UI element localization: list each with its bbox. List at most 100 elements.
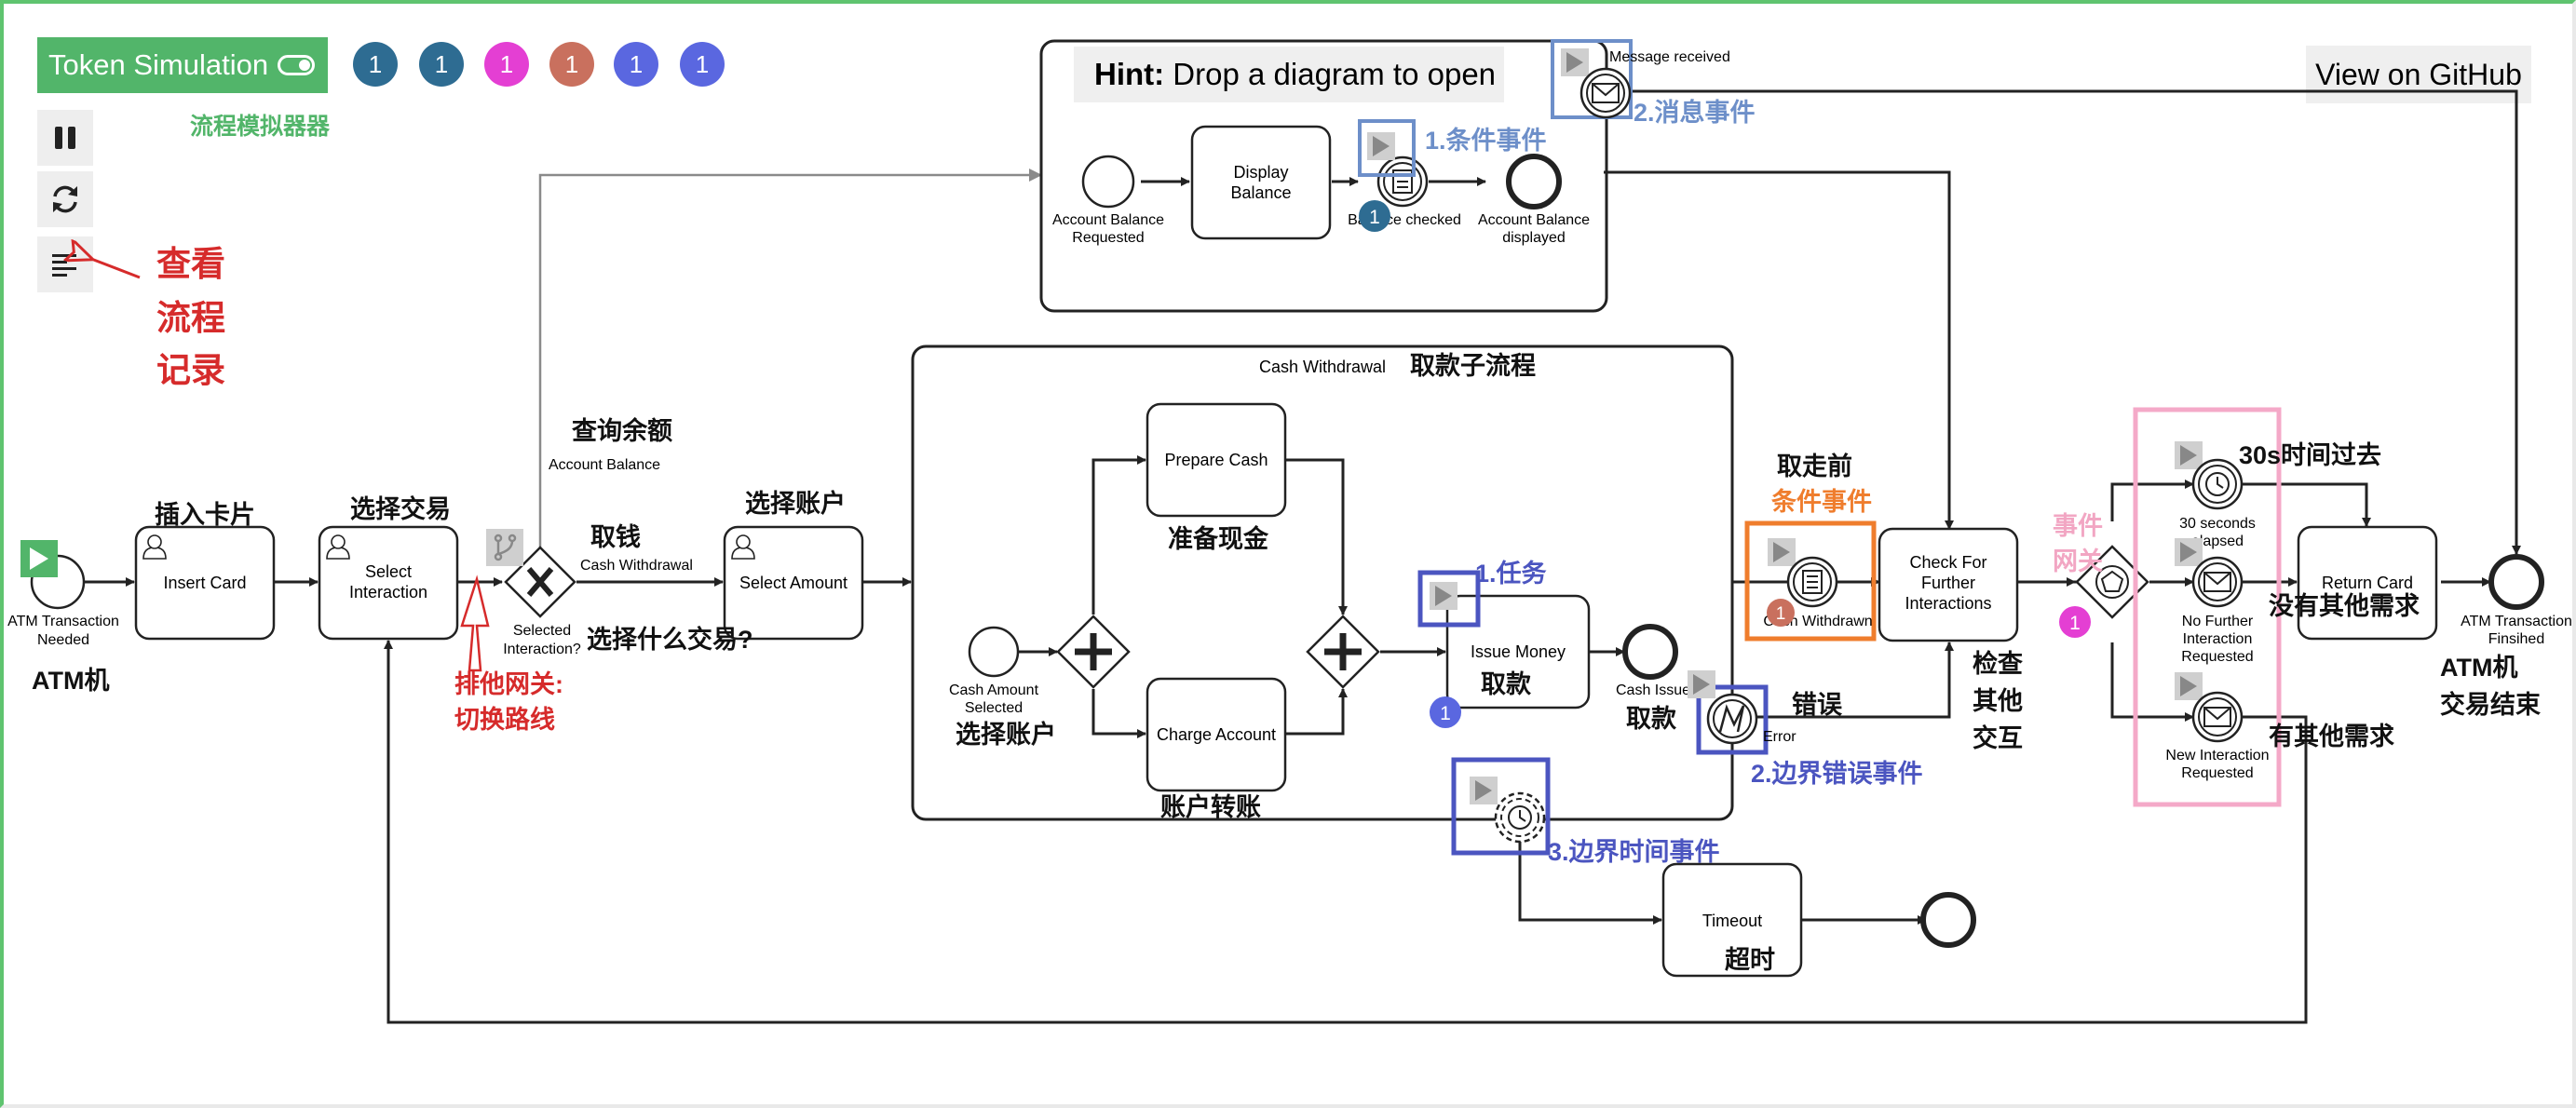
timeout-end-event[interactable] (1920, 892, 1976, 948)
token-simulation-toggle[interactable]: Token Simulation (37, 37, 328, 93)
select-interaction-task[interactable] (318, 525, 459, 641)
x-icon (526, 567, 554, 597)
note-prepare-cash: 准备现金 (1168, 524, 1269, 553)
token-badge (1359, 200, 1390, 232)
pentagon-icon (2100, 570, 2124, 592)
cash-amount-selected-label-1: Cash Amount (949, 682, 1039, 698)
no-further-interaction-event[interactable] (2191, 556, 2244, 608)
note-has-other: 有其他需求 (2269, 723, 2394, 750)
play-icon[interactable] (1566, 52, 1583, 73)
check-further-task[interactable] (1878, 527, 2019, 642)
gateway-note-arrow (460, 574, 490, 672)
event-gateway-ring (2095, 565, 2129, 599)
play-icon[interactable] (1475, 780, 1492, 801)
token-count: 1 (695, 49, 710, 78)
clock-icon (1508, 805, 1532, 830)
charge-account-task[interactable] (1146, 677, 1287, 792)
start-event-label-1: ATM Transaction (7, 614, 119, 629)
note-atm-end-1: ATM机 (2440, 654, 2517, 682)
play-icon[interactable] (30, 547, 48, 570)
account-balance-displayed-label-1: Account Balance (1478, 212, 1590, 228)
note-atm-end-2: 交易结束 (2440, 690, 2541, 719)
note-check-3: 交互 (1973, 723, 2023, 752)
highlight-box-message (1551, 39, 1633, 119)
gateway-label-2: Interaction? (503, 642, 581, 657)
cash-issued-end-event[interactable] (1622, 624, 1678, 680)
new-interaction-event[interactable] (2191, 691, 2244, 743)
cash-amount-selected-event[interactable] (968, 626, 1020, 678)
play-icon[interactable] (1773, 542, 1790, 562)
select-interaction-label-1: Select (365, 562, 412, 581)
display-balance-task[interactable] (1190, 125, 1332, 240)
pause-button[interactable] (37, 110, 93, 166)
gateway-switch-button[interactable] (486, 529, 523, 566)
new-interaction-inner-ring (2198, 697, 2237, 736)
highlight-box-event-gateway (2133, 407, 2282, 807)
log-note-line-2: 流程 (156, 299, 225, 337)
select-amount-task[interactable] (723, 525, 864, 641)
token-count-dot[interactable]: 1 (680, 42, 725, 87)
boundary-timer-inner-ring (1500, 798, 1539, 837)
thirty-seconds-inner-ring (2198, 465, 2237, 504)
display-balance-label-1: Display (1233, 163, 1288, 182)
reset-button[interactable] (37, 171, 93, 227)
note-xor-gateway-2: 切换路线 (454, 705, 555, 734)
account-balance-displayed-event[interactable] (1506, 154, 1562, 209)
check-further-label-3: Interactions (1905, 594, 1991, 613)
play-icon[interactable] (1693, 674, 1710, 695)
token-count-dot[interactable]: 1 (614, 42, 658, 87)
token-count: 1 (499, 49, 514, 78)
note-check-2: 其他 (1973, 687, 2023, 715)
message-received-label: Message received (1609, 49, 1730, 65)
view-on-github-button[interactable]: View on GitHub (2306, 46, 2531, 103)
token-count-dot[interactable]: 1 (353, 42, 398, 87)
flow-label-account-balance: Account Balance (549, 457, 660, 473)
plus-icon (1075, 633, 1112, 670)
account-balance-requested-label-1: Account Balance (1052, 212, 1164, 228)
highlight-box-task (1417, 570, 1481, 628)
message-received-event[interactable] (1579, 67, 1632, 119)
play-icon[interactable] (2180, 445, 2197, 466)
token-count-dot[interactable]: 1 (549, 42, 594, 87)
note-select-account-2: 选择账户 (956, 720, 1056, 749)
token-badge (1430, 696, 1461, 728)
note-event-gateway-2: 网关 (2053, 547, 2103, 575)
prepare-cash-task[interactable] (1146, 402, 1287, 518)
note-check-1: 检查 (1973, 649, 2023, 678)
note-sub-process: 取款子流程 (1410, 352, 1536, 380)
timeout-task[interactable] (1661, 862, 1803, 978)
play-icon[interactable] (1435, 586, 1452, 606)
note-error: 错误 (1792, 691, 1843, 719)
hint-bold: Hint: (1094, 57, 1165, 91)
play-icon[interactable] (2180, 676, 2197, 696)
error-label: Error (1763, 729, 1796, 745)
token-count-dot[interactable]: 1 (419, 42, 464, 87)
return-card-task[interactable] (2297, 525, 2438, 641)
select-interaction-label-2: Interaction (349, 583, 427, 601)
no-further-label-3: Requested (2181, 649, 2253, 665)
play-icon[interactable] (2180, 542, 2197, 562)
account-balance-requested-event[interactable] (1081, 155, 1135, 209)
thirty-seconds-label-1: 30 seconds (2179, 516, 2256, 532)
cash-withdrawn-inner-ring (1793, 562, 1832, 601)
token-badge (2059, 606, 2091, 638)
play-icon[interactable] (1373, 136, 1390, 156)
branch-icon (494, 534, 517, 561)
note-before-take: 取走前 (1777, 452, 1852, 480)
start-event-label-2: Needed (37, 632, 89, 648)
token-count-dot[interactable]: 1 (484, 42, 529, 87)
insert-card-task[interactable] (134, 525, 276, 641)
pause-icon (55, 127, 75, 149)
highlight-box-boundary-error (1696, 684, 1769, 755)
note-thirty-seconds: 30s时间过去 (2239, 441, 2381, 469)
end-event[interactable] (2488, 554, 2544, 610)
gateway-label-1: Selected (513, 623, 571, 639)
issue-money-task[interactable] (1445, 594, 1591, 709)
token-badge-count: 1 (1776, 604, 1786, 624)
log-note-line-3: 记录 (156, 351, 225, 389)
highlight-box-cash-withdrawn (1744, 520, 1877, 642)
cash-withdrawal-subprocess (911, 345, 1734, 821)
note-boundary-error: 2.边界错误事件 (1751, 760, 1923, 788)
